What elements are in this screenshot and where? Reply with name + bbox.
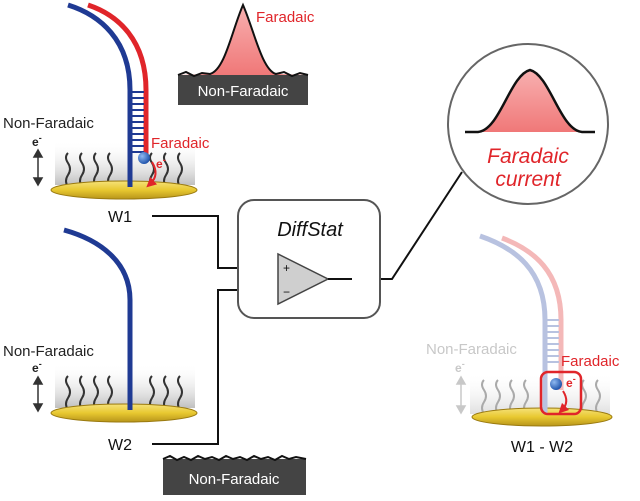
non-faradaic-label-signal-bottom: Non-Faradaic — [189, 471, 280, 488]
diffstat-box: DiffStat + − — [237, 199, 381, 319]
electrode-w1: e- Faradaic Non-Faradaic e- W1 — [3, 2, 210, 226]
faradaic-peak-fill — [178, 5, 308, 75]
dna-target-strand — [87, 2, 149, 160]
electron-transfer-arrow — [146, 161, 158, 188]
electron-label-w2: e- — [32, 359, 42, 375]
faded-probe-strand — [479, 233, 548, 414]
non-faradaic-label-signal: Non-Faradaic — [198, 83, 289, 100]
faradaic-highlight-box — [539, 370, 583, 416]
non-faradaic-label-result: Non-Faradaic — [426, 341, 517, 358]
op-amp-icon — [277, 252, 330, 306]
electron-transfer-arrow — [558, 390, 570, 414]
double-headed-arrow — [32, 375, 44, 413]
non-faradaic-bar — [163, 459, 306, 495]
w1-minus-w2-label: W1 - W2 — [511, 439, 573, 456]
faradaic-peak-curve — [177, 2, 309, 78]
diffstat-title: DiffStat — [277, 219, 344, 241]
double-layer-haze — [55, 363, 195, 408]
gold-electrode-disk — [50, 403, 198, 423]
non-faradaic-label-w1: Non-Faradaic — [3, 115, 94, 132]
signal-panel-bottom: Non-Faradaic — [162, 454, 307, 495]
signal-panel-top: Faradaic Non-Faradaic — [177, 2, 315, 105]
redox-reporter — [138, 152, 150, 164]
diffstat-frame — [237, 199, 381, 319]
faded-base-pairs — [547, 319, 559, 363]
wire-w2 — [152, 289, 248, 445]
redox-reporter — [550, 378, 562, 390]
double-headed-arrow — [455, 375, 467, 415]
faradaic-label-result: Faradaic — [561, 353, 620, 370]
faradaic-label-signal: Faradaic — [256, 9, 315, 26]
faradaic-current-line1: Faradaic — [487, 145, 569, 168]
electron-label-result-faded: e- — [455, 359, 465, 375]
double-layer-haze — [55, 140, 195, 185]
dna-probe-strand — [67, 2, 133, 187]
faradaic-current-line2: current — [495, 168, 562, 191]
non-faradaic-bar — [178, 75, 308, 105]
electron-label-result: e- — [566, 374, 576, 390]
base-pairs — [132, 91, 144, 153]
electrode-result: e- Faradaic Non-Faradaic e- W1 - W2 — [426, 233, 620, 456]
faradaic-label-w1: Faradaic — [151, 135, 210, 152]
gold-electrode-disk — [50, 180, 198, 200]
w2-label: W2 — [108, 437, 132, 454]
w1-label: W1 — [108, 209, 132, 226]
op-amp-plus: + — [283, 261, 290, 275]
electrode-w2: Non-Faradaic e- W2 — [3, 227, 198, 454]
electron-label-nonfaradaic: e- — [32, 133, 42, 149]
wire-w1 — [152, 215, 248, 269]
double-headed-arrow — [32, 148, 44, 187]
dna-probe-strand — [63, 227, 133, 410]
op-amp-minus: − — [283, 285, 290, 299]
non-faradaic-label-w2: Non-Faradaic — [3, 343, 94, 360]
baseline-noise — [162, 454, 307, 462]
electron-label-faradaic: e- — [156, 155, 166, 171]
peak-fill — [478, 70, 582, 132]
peak-curve — [465, 68, 595, 134]
faded-target-strand — [501, 235, 564, 390]
result-circle: Faradaic current — [447, 43, 609, 205]
